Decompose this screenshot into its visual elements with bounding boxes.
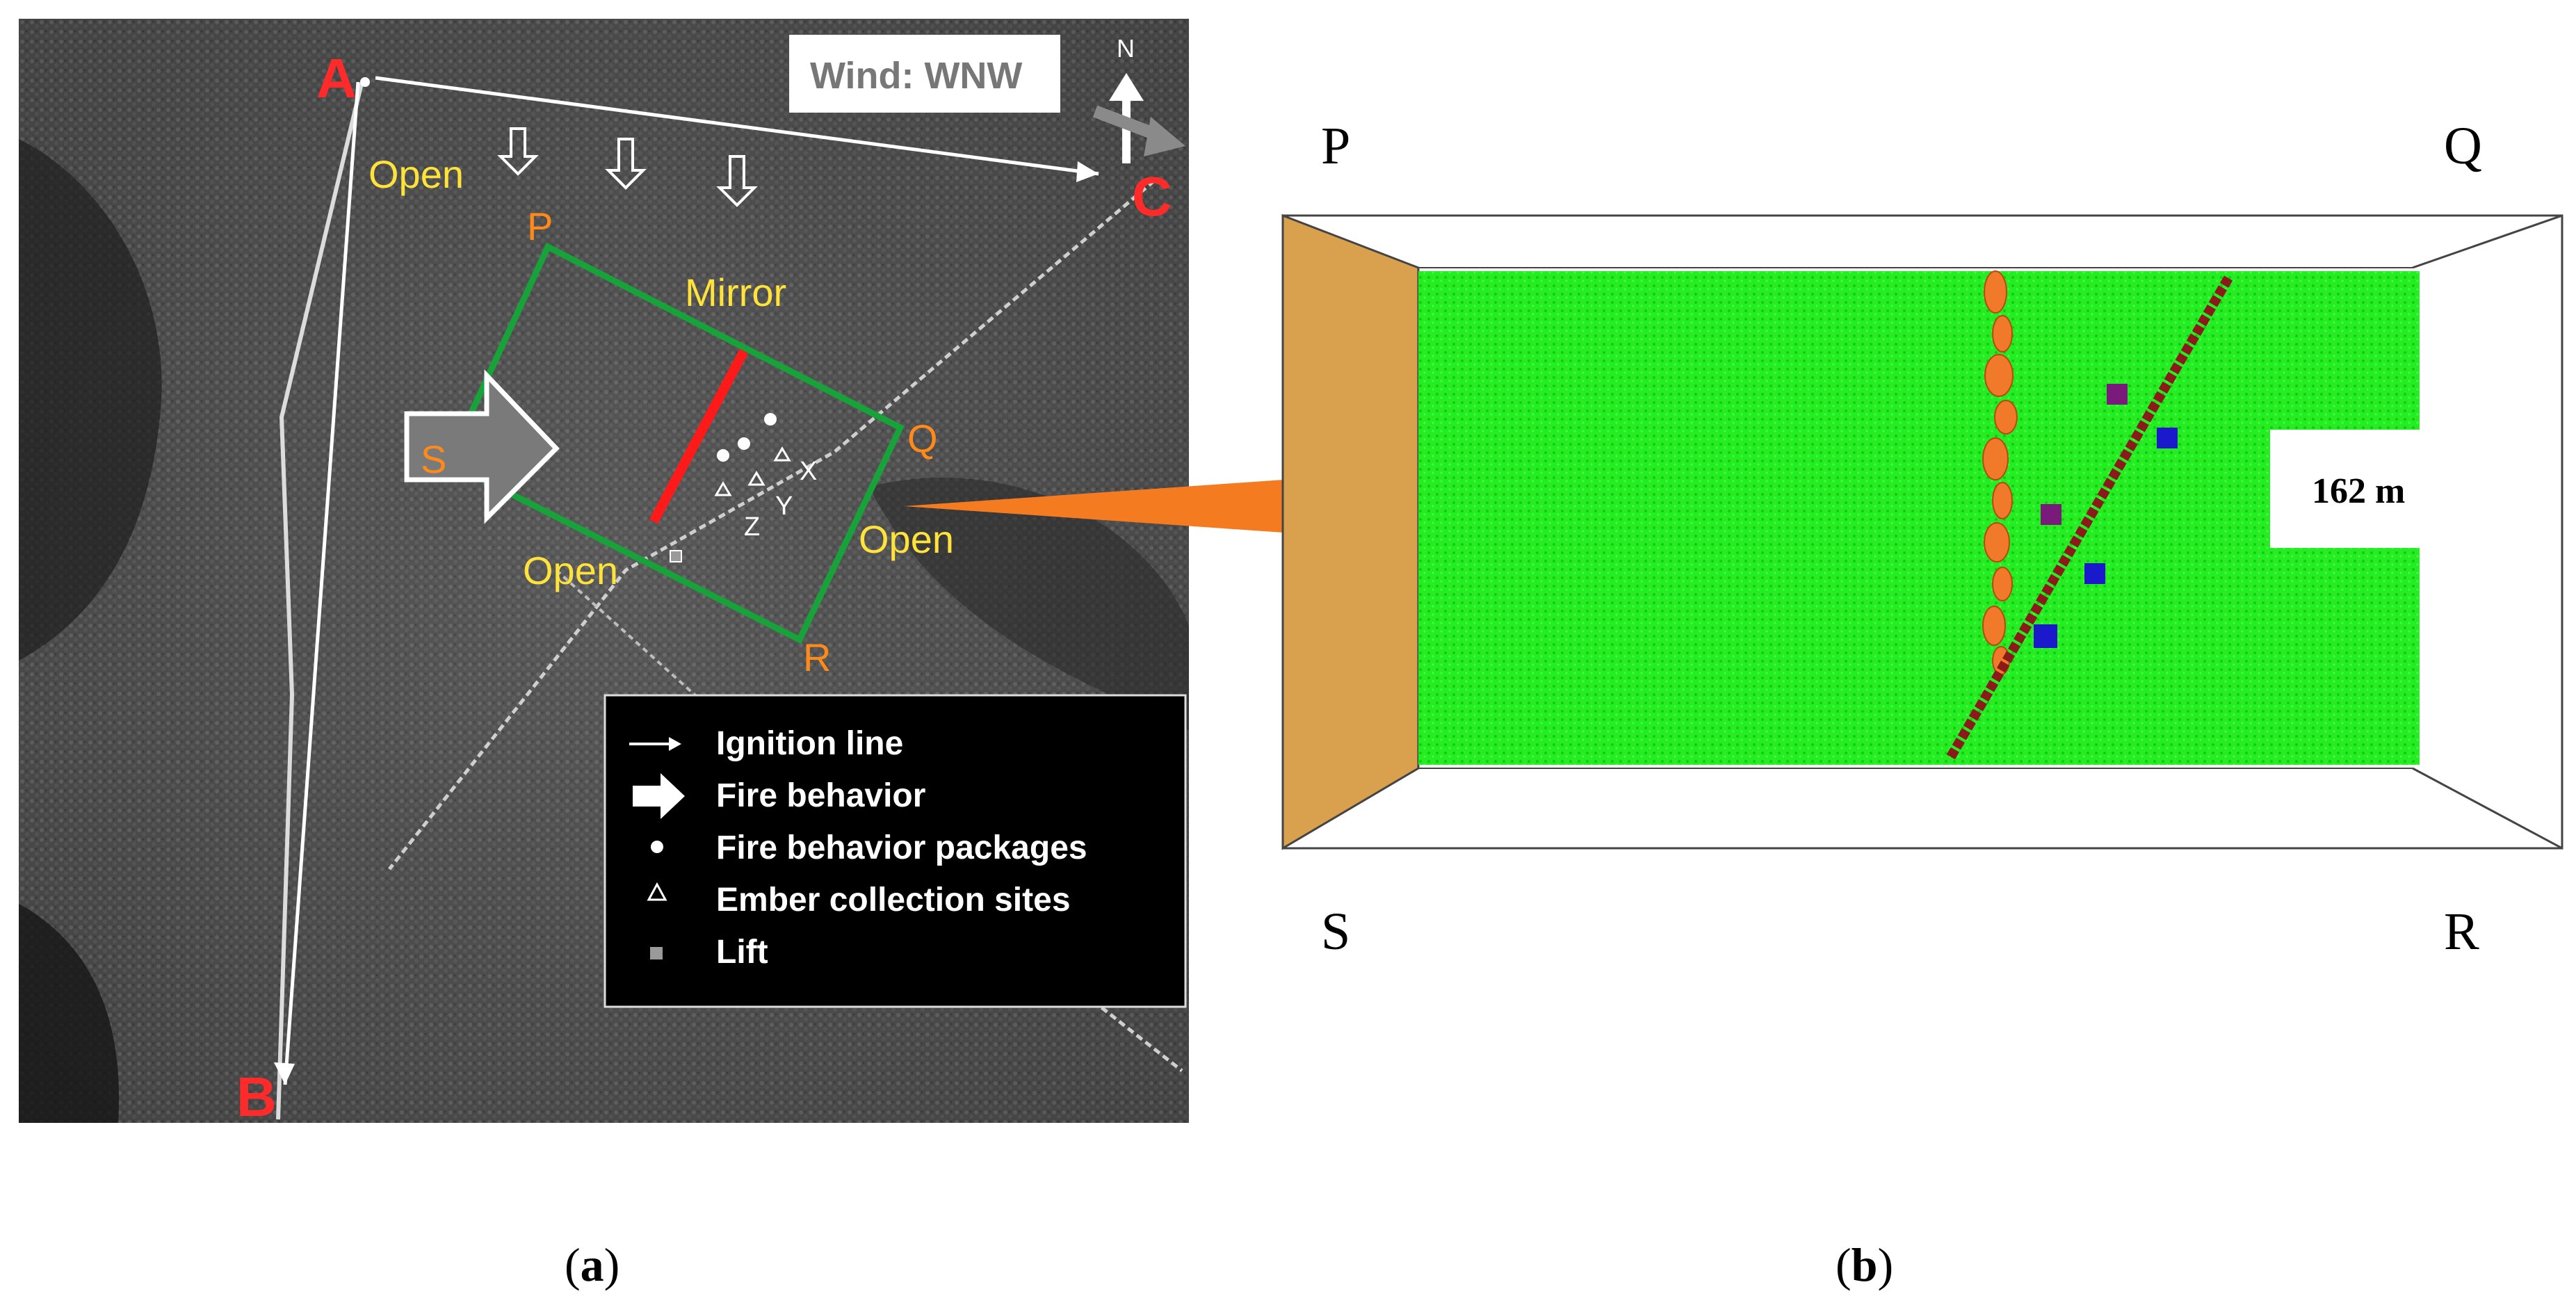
label-c: C [1132,165,1172,227]
panel-a-aerial-map: A B C P Q R S Open Open Open Mirror X Y … [19,19,1189,1128]
wind-box [789,35,1060,113]
blue-site-marker [2157,428,2178,448]
fire-behavior-small-arrows [497,127,758,207]
panel-b-model-view: P Q S R [1281,117,2563,961]
corner-label-s: S [1321,902,1350,961]
legend-label: Fire behavior packages [716,829,1087,866]
fire-behavior-arrow-icon [633,773,685,819]
corner-label-p: P [1321,117,1350,175]
legend-label: Lift [716,934,768,971]
mirror-label: Mirror [685,270,786,314]
wind-label: Wind: WNW [810,55,1022,97]
legend-label: Ember collection sites [716,882,1071,918]
wind-direction-arrow [1092,105,1185,156]
corner-label-q: Q [2444,117,2482,175]
caption-a-letter: a [580,1238,604,1291]
blue-site-marker [2084,563,2105,584]
label-a: A [316,47,357,109]
label-b: B [236,1066,277,1128]
ignition-line-a-c [375,76,1099,182]
label-p: P [527,204,553,248]
purple-site-marker [2041,504,2061,525]
domain-edge [2412,767,2563,850]
label-r: R [803,635,831,679]
legend-box [604,694,1187,1008]
vegetation-field [1418,271,2420,765]
burn-line [1945,275,2233,761]
site-label-y: Y [775,492,793,521]
corner-label-r: R [2444,902,2479,961]
ignition-line-a-b [274,81,360,1085]
purple-site-marker [2107,384,2128,405]
label-s: S [421,437,446,481]
arrow-icon [629,737,681,751]
study-plot-outline [444,242,905,645]
fire-behavior-packages [717,413,777,462]
point-a-marker [360,77,370,87]
caption-a: (a) [565,1238,620,1291]
open-label: Open [859,517,954,561]
road [388,179,1156,870]
mirror-line [649,348,749,524]
triangle-icon [647,882,667,901]
dimension-box [2270,430,2420,548]
legend-label: Fire behavior [716,777,925,814]
domain-back-wall [1281,213,1420,850]
blue-site-marker [2034,624,2057,648]
fire-front-band [1982,270,2018,675]
lift-marker [670,550,682,562]
dot-icon [651,841,663,853]
square-icon [650,947,663,959]
open-label: Open [368,152,464,196]
domain-edge [2412,214,2563,269]
north-label: N [1117,34,1135,63]
label-q: Q [907,416,938,460]
road [276,83,364,1120]
site-label-x: X [800,457,817,486]
fire-behavior-arrow [404,369,560,524]
caption-b: (b) [1836,1238,1894,1291]
map-legend: Ignition line Fire behavior Fire behavio… [604,694,1187,1008]
open-label: Open [523,549,618,592]
dark-forest-region [869,477,1189,730]
ember-collection-sites [714,446,791,496]
dark-forest-region [19,139,162,661]
dimension-label: 162 m [2312,471,2405,511]
legend-label: Ignition line [716,725,903,762]
dark-forest-region [19,904,120,1123]
caption-b-letter: b [1851,1238,1878,1291]
site-label-z: Z [744,512,760,542]
